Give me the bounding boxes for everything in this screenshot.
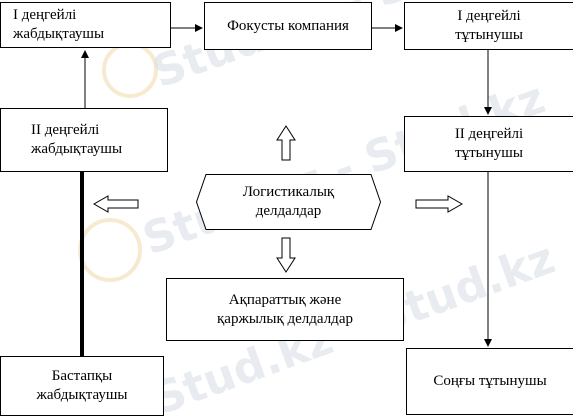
node-consumer-level-1: I деңгейлі тұтынушы <box>404 2 573 50</box>
node-info-finance-intermediaries: Ақпараттық және қаржылық делдалдар <box>166 278 404 341</box>
node-supplier-level-2: II деңгейлі жабдықтаушы <box>0 108 168 172</box>
hollow-arrow-left <box>92 195 139 213</box>
node-consumer-level-1-label: I деңгейлі тұтынушы <box>455 8 523 43</box>
node-end-consumer: Соңғы тұтынушы <box>406 348 573 415</box>
node-initial-supplier: Бастапқы жабдықтаушы <box>0 356 164 416</box>
hollow-arrow-right <box>415 195 464 213</box>
hexagon-shape <box>196 174 381 230</box>
node-supplier-level-1-label: I деңгейлі жабдықтаушы <box>13 7 105 42</box>
node-supplier-level-1: I деңгейлі жабдықтаушы <box>0 2 171 48</box>
node-focal-company: Фокусты компания <box>204 2 372 50</box>
node-supplier-level-2-label: II деңгейлі жабдықтаушы <box>31 122 123 157</box>
connectors <box>80 24 492 356</box>
hollow-arrow-up <box>276 125 296 161</box>
node-end-consumer-label: Соңғы тұтынушы <box>433 373 547 389</box>
node-initial-supplier-label: Бастапқы жабдықтаушы <box>36 368 128 403</box>
node-info-finance-intermediaries-label: Ақпараттық және қаржылық делдалдар <box>217 291 353 327</box>
node-consumer-level-2-label: II деңгейлі тұтынушы <box>454 126 524 161</box>
node-consumer-level-2: II деңгейлі тұтынушы <box>404 116 573 172</box>
hollow-arrow-down <box>276 237 296 273</box>
node-focal-company-label: Фокусты компания <box>227 17 349 34</box>
node-logistics-intermediaries: Логистикалық делдалдар <box>196 174 381 230</box>
node-logistics-intermediaries-label: Логистикалық делдалдар <box>242 184 335 219</box>
